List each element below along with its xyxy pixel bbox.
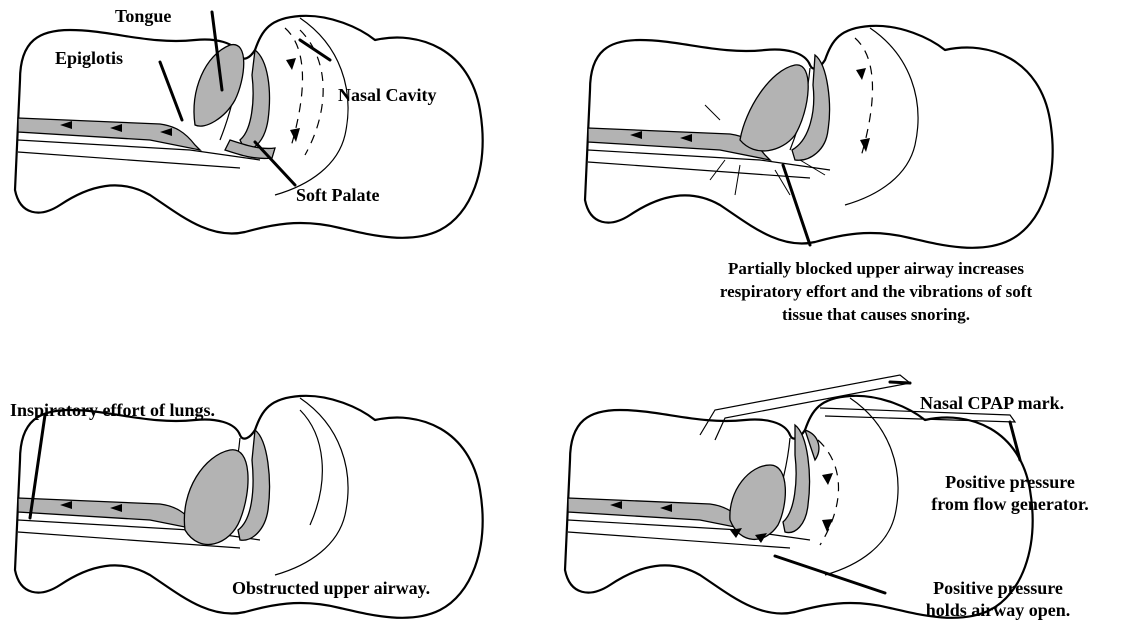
snoring-caption-line-2: respiratory effort and the vibrations of… [646,281,1106,304]
snoring-caption: Partially blocked upper airway increases… [646,258,1106,327]
tongue-shape [730,465,785,539]
positive-pressure-generator-line-1: Positive pressure [880,472,1140,494]
soft-palate-shape [240,50,269,150]
soft-palate-shape [783,425,809,533]
positive-pressure-airway-line-2: holds airway open. [868,600,1128,622]
positive-pressure-generator-line-2: from flow generator. [880,494,1140,516]
soft-palate-label: Soft Palate [296,185,379,207]
positive-pressure-airway-line-1: Positive pressure [868,578,1128,600]
tongue-shape [740,65,808,151]
inspiratory-effort-label: Inspiratory effort of lungs. [10,400,215,422]
epiglottis-label: Epiglotis [55,48,123,70]
positive-pressure-airway-label: Positive pressure holds airway open. [868,578,1128,621]
tongue-label: Tongue [115,6,171,28]
panel-snoring [585,26,1053,248]
cpap-mask-label: Nasal CPAP mark. [920,393,1064,415]
snoring-caption-line-1: Partially blocked upper airway increases [646,258,1106,281]
obstructed-airway-label: Obstructed upper airway. [232,578,430,600]
positive-pressure-generator-label: Positive pressure from flow generator. [880,472,1140,515]
snoring-caption-line-3: tissue that causes snoring. [646,304,1106,327]
panel-normal-anatomy [15,12,483,238]
nasal-cavity-label: Nasal Cavity [338,85,437,107]
